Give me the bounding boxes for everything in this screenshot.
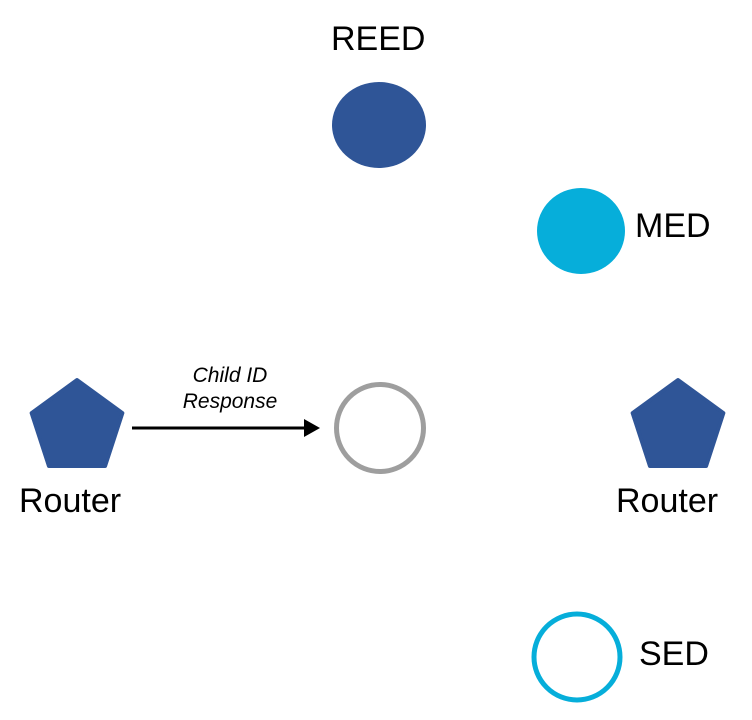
filled-circle-icon xyxy=(332,82,426,168)
edge-label-line-1: Child ID xyxy=(192,364,268,387)
router-right-node-shape[interactable] xyxy=(629,378,727,468)
filled-pentagon-icon xyxy=(630,378,726,468)
reed-node-label: REED xyxy=(331,20,426,58)
outline-circle-icon xyxy=(334,382,426,474)
reed-node-shape[interactable] xyxy=(331,81,427,169)
joining-device-node-shape[interactable] xyxy=(333,381,427,475)
filled-circle-icon xyxy=(537,188,625,274)
router-left-node-label: Router xyxy=(19,482,122,520)
filled-pentagon-icon xyxy=(29,378,125,468)
child-id-response-arrow xyxy=(128,408,328,448)
med-node-label: MED xyxy=(635,207,711,245)
arrow-right-icon xyxy=(132,419,320,437)
outline-circle-icon xyxy=(531,611,623,703)
sed-node-label: SED xyxy=(639,635,709,673)
router-right-node-label: Router xyxy=(616,482,719,520)
sed-node-shape[interactable] xyxy=(530,610,624,704)
router-left-node-shape[interactable] xyxy=(28,378,126,468)
child-id-response-label: Child ID Response xyxy=(155,363,305,415)
med-node-shape[interactable] xyxy=(536,187,626,275)
edge-label-line-2: Response xyxy=(182,390,278,413)
